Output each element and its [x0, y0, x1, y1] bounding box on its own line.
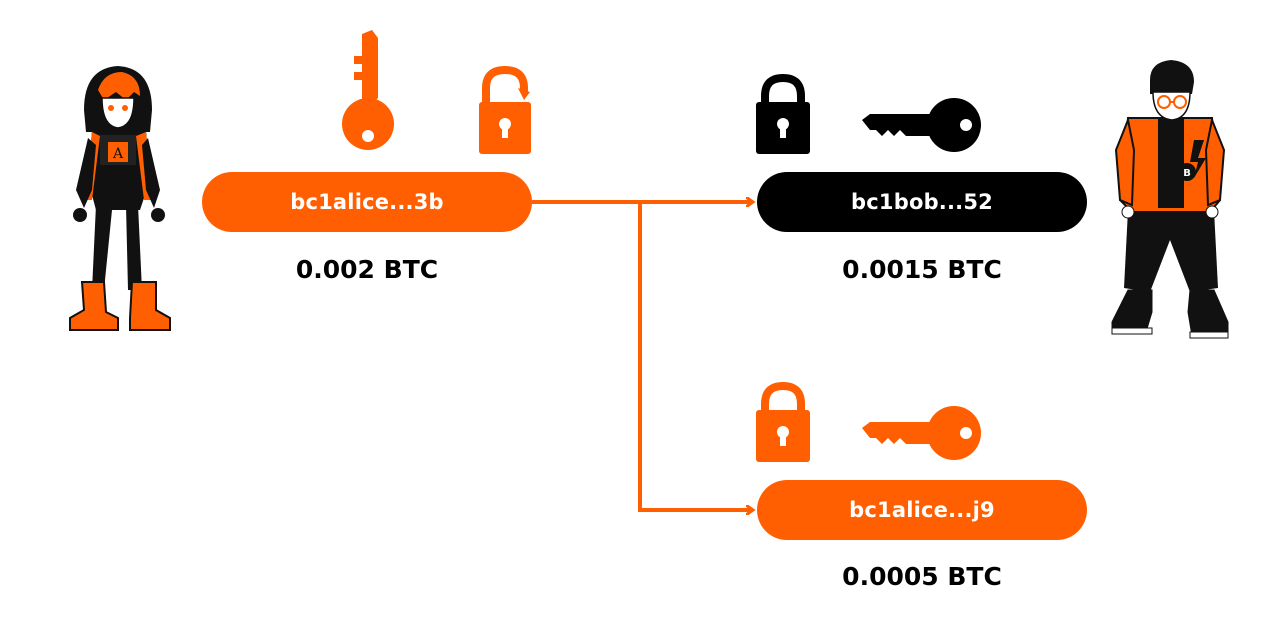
output-bob-address-pill: bc1bob...52	[757, 172, 1087, 232]
output-change-address: bc1alice...j9	[849, 498, 995, 522]
locked-padlock-icon	[756, 381, 810, 462]
locked-padlock-icon	[756, 73, 810, 154]
output-change-address-pill: bc1alice...j9	[757, 480, 1087, 540]
alice-chest-letter: A	[112, 146, 124, 162]
arrow-to-change	[638, 202, 752, 510]
key-icon	[862, 406, 981, 460]
output-bob-address: bc1bob...52	[851, 190, 993, 214]
key-icon	[862, 98, 981, 152]
input-amount: 0.002 BTC	[295, 255, 439, 284]
output-change-amount: 0.0005 BTC	[842, 562, 1002, 591]
output-bob-amount: 0.0015 BTC	[842, 255, 1002, 284]
key-icon	[342, 30, 394, 150]
input-address-pill: bc1alice...3b	[202, 172, 532, 232]
input-address: bc1alice...3b	[290, 190, 444, 214]
bob-chest-letter: B	[1183, 168, 1191, 179]
unlocked-padlock-icon	[479, 65, 531, 154]
